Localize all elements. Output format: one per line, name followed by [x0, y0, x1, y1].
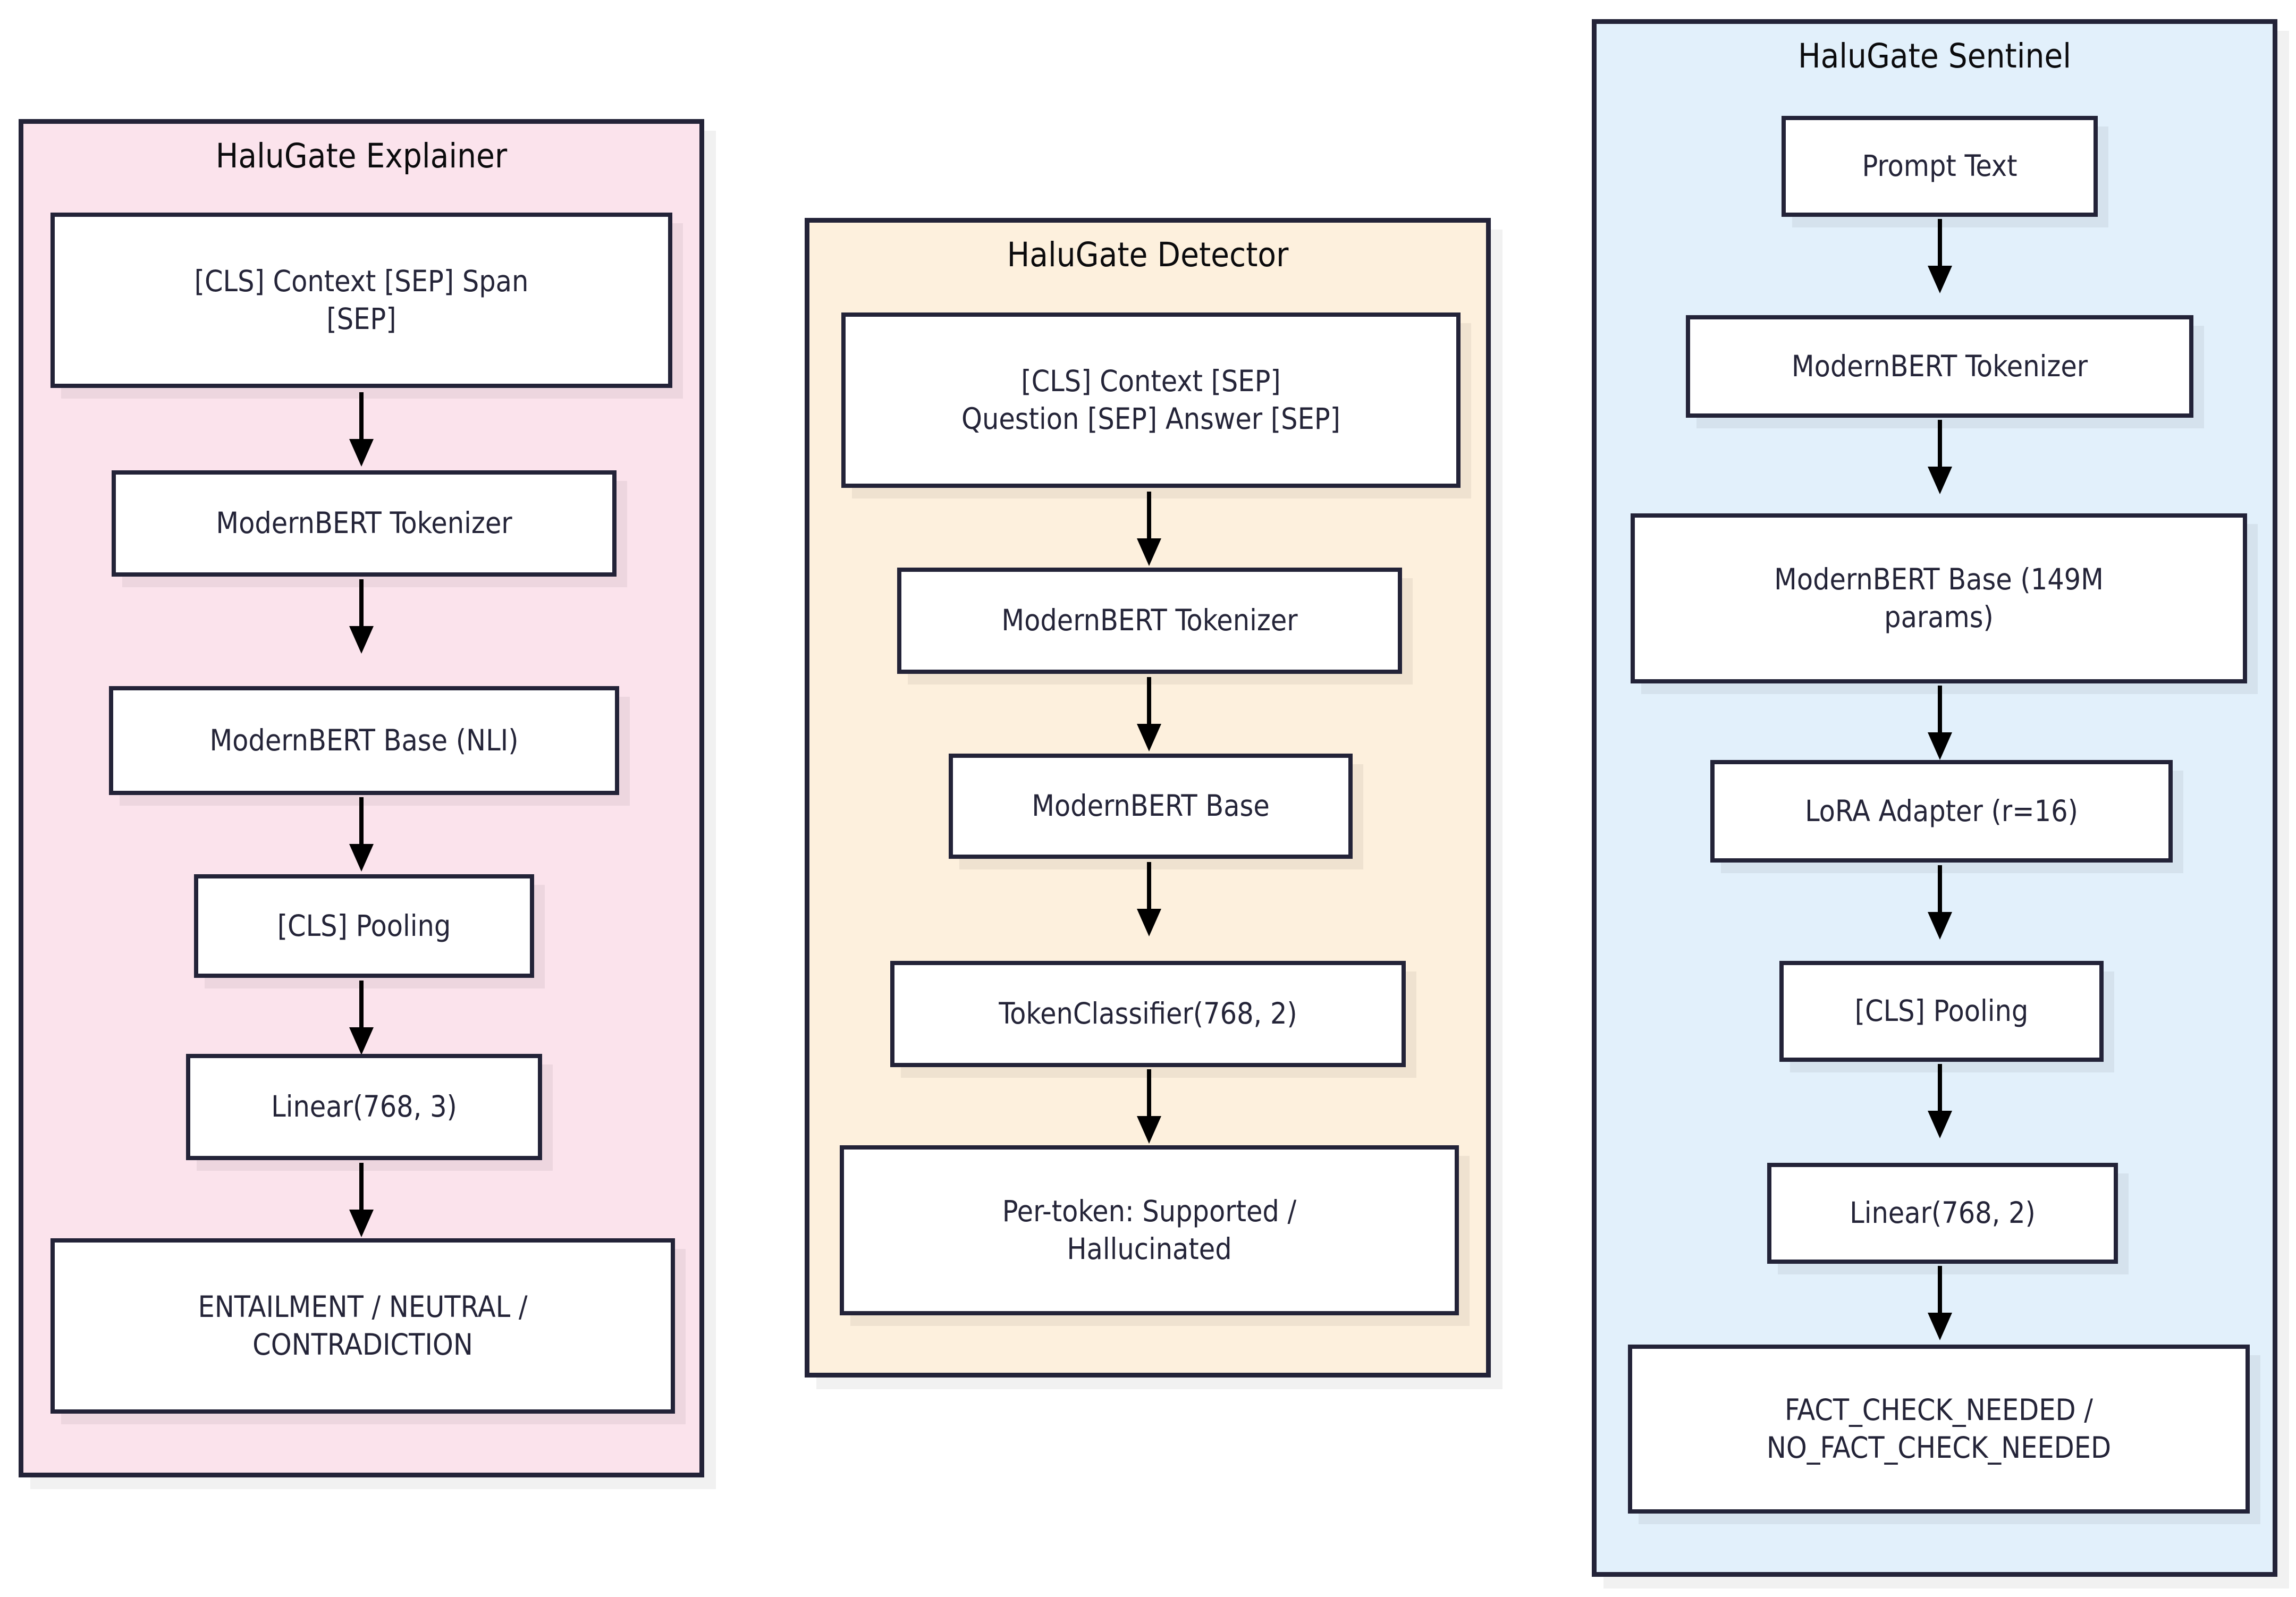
- node-sen-linear[interactable]: Linear(768, 2): [1767, 1163, 2118, 1264]
- cluster-title-sentinel: HaluGate Sentinel: [1797, 37, 2072, 75]
- node-exp-pooling[interactable]: [CLS] Pooling: [194, 874, 534, 978]
- node-label: ModernBERT Tokenizer: [216, 506, 512, 540]
- node-sen-tokenizer[interactable]: ModernBERT Tokenizer: [1686, 315, 2193, 418]
- node-label: ModernBERT Tokenizer: [1791, 349, 2088, 383]
- node-label: Per-token: Supported / Hallucinated: [1002, 1194, 1297, 1266]
- node-label: [CLS] Pooling: [1854, 994, 2029, 1028]
- node-label: [CLS] Context [SEP] Question [SEP] Answe…: [961, 364, 1340, 436]
- node-det-output[interactable]: Per-token: Supported / Hallucinated: [840, 1145, 1459, 1315]
- node-exp-input[interactable]: [CLS] Context [SEP] Span [SEP]: [50, 213, 672, 388]
- node-sen-pooling[interactable]: [CLS] Pooling: [1779, 961, 2104, 1062]
- node-exp-base[interactable]: ModernBERT Base (NLI): [109, 686, 619, 795]
- node-exp-tokenizer[interactable]: ModernBERT Tokenizer: [112, 470, 617, 577]
- node-label: ModernBERT Base: [1032, 789, 1270, 823]
- node-label: ModernBERT Base (NLI): [209, 723, 519, 757]
- node-det-tokenizer[interactable]: ModernBERT Tokenizer: [897, 568, 1402, 674]
- node-label: FACT_CHECK_NEEDED / NO_FACT_CHECK_NEEDED: [1766, 1392, 2112, 1465]
- node-label: [CLS] Context [SEP] Span [SEP]: [194, 264, 529, 336]
- node-det-input[interactable]: [CLS] Context [SEP] Question [SEP] Answe…: [841, 312, 1461, 488]
- node-label: TokenClassifier(768, 2): [999, 996, 1297, 1031]
- node-label: [CLS] Pooling: [277, 908, 451, 943]
- node-exp-output[interactable]: ENTAILMENT / NEUTRAL / CONTRADICTION: [50, 1238, 675, 1414]
- node-label: ModernBERT Tokenizer: [1001, 603, 1298, 638]
- node-label: Linear(768, 3): [271, 1089, 457, 1124]
- node-sen-base[interactable]: ModernBERT Base (149M params): [1631, 513, 2247, 683]
- node-det-base[interactable]: ModernBERT Base: [949, 754, 1353, 859]
- node-exp-linear[interactable]: Linear(768, 3): [186, 1054, 542, 1160]
- cluster-title-explainer: HaluGate Explainer: [215, 137, 508, 175]
- node-sen-prompt[interactable]: Prompt Text: [1782, 116, 2098, 217]
- node-label: Linear(768, 2): [1850, 1196, 2036, 1230]
- node-sen-lora[interactable]: LoRA Adapter (r=16): [1710, 760, 2173, 863]
- cluster-title-detector: HaluGate Detector: [1007, 235, 1289, 274]
- node-sen-output[interactable]: FACT_CHECK_NEEDED / NO_FACT_CHECK_NEEDED: [1628, 1345, 2250, 1514]
- node-label: Prompt Text: [1862, 149, 2018, 183]
- node-label: ENTAILMENT / NEUTRAL / CONTRADICTION: [198, 1289, 528, 1362]
- node-label: ModernBERT Base (149M params): [1774, 562, 2104, 635]
- node-det-classifier[interactable]: TokenClassifier(768, 2): [890, 961, 1406, 1067]
- node-label: LoRA Adapter (r=16): [1805, 793, 2078, 828]
